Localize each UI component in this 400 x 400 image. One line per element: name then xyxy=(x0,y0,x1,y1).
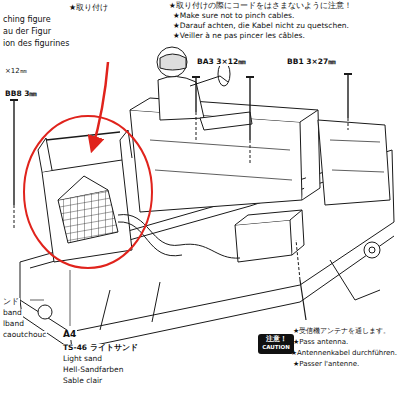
note-text: ★Pass antenna. xyxy=(292,339,349,347)
part-code: A4 xyxy=(62,330,77,340)
caution-text: 注意！ xyxy=(261,336,291,344)
note-text: ンド xyxy=(2,298,20,306)
note-text: BA3 3×12㎜ xyxy=(196,58,247,66)
note-text: band xyxy=(2,309,23,317)
note-text: ×12㎜ xyxy=(4,68,28,76)
note-text: ★Darauf achten, die Kabel nicht zu quets… xyxy=(172,22,350,30)
note-text: ching figure xyxy=(2,16,52,25)
note-text: ion des figurines xyxy=(2,40,70,49)
note-text: Hell-Sandfarben xyxy=(62,366,124,374)
note-text: TS-46 ライトサンド xyxy=(62,344,139,352)
note-text: au der Figur xyxy=(2,28,52,37)
note-text: ★受信機アンテナを通します。 xyxy=(292,328,391,336)
note-text: ★取り付けの際にコードをはさまないように注意！ xyxy=(168,2,353,10)
caution-badge: 注意！CAUTION xyxy=(258,334,294,354)
note-text: lband xyxy=(2,320,25,328)
note-text: BB8 3㎜ xyxy=(4,90,38,98)
note-text: caoutchouc xyxy=(2,331,47,339)
note-text: ★Veiller à ne pas pincer les câbles. xyxy=(172,32,306,40)
note-text: ★Antennenkabel durchführen. xyxy=(290,350,398,358)
note-text: BB1 3×27㎜ xyxy=(286,58,337,66)
note-text: ★Passer l'antenne. xyxy=(292,361,360,369)
note-text: ★Make sure not to pinch cables. xyxy=(172,12,295,20)
caution-text: CAUTION xyxy=(261,344,291,350)
note-text: Light sand xyxy=(62,355,103,363)
note-text: ★取り付け xyxy=(68,4,109,13)
note-text: Sable clair xyxy=(62,377,103,385)
